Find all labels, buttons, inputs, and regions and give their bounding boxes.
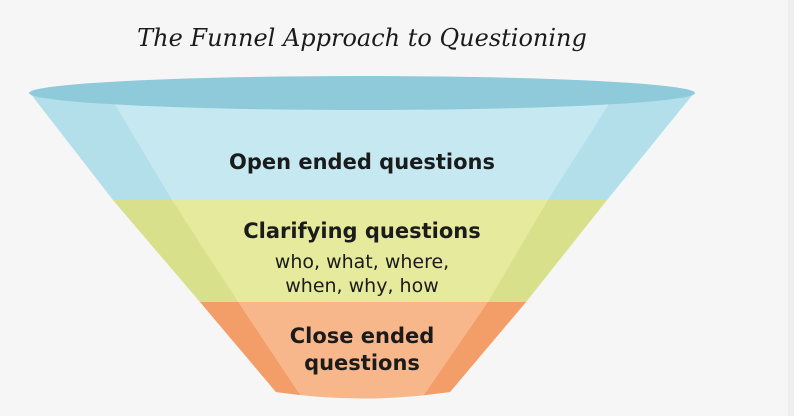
section-detail-clarifying-line2: when, why, how xyxy=(285,275,439,297)
section-label-close-line2: questions xyxy=(304,351,420,375)
funnel-section-clarifying xyxy=(113,200,607,302)
funnel-shade-right-open xyxy=(548,93,694,200)
section-label-clarifying: Clarifying questions xyxy=(243,219,481,243)
background-strip xyxy=(788,0,794,416)
funnel-section-open xyxy=(30,93,694,200)
funnel-shade-right-close xyxy=(424,302,526,395)
section-label-close-line1: Close ended xyxy=(289,324,435,348)
diagram-title: The Funnel Approach to Questioning xyxy=(137,24,587,52)
funnel-shade-left-open xyxy=(30,93,172,200)
funnel-rim xyxy=(29,76,695,110)
funnel-shade-left-clarifying xyxy=(113,200,238,302)
section-detail-clarifying-line1: who, what, where, xyxy=(274,251,450,273)
funnel-shade-right-clarifying xyxy=(488,200,607,302)
funnel-shade-left-close xyxy=(200,302,300,395)
section-label-open: Open ended questions xyxy=(228,150,496,174)
